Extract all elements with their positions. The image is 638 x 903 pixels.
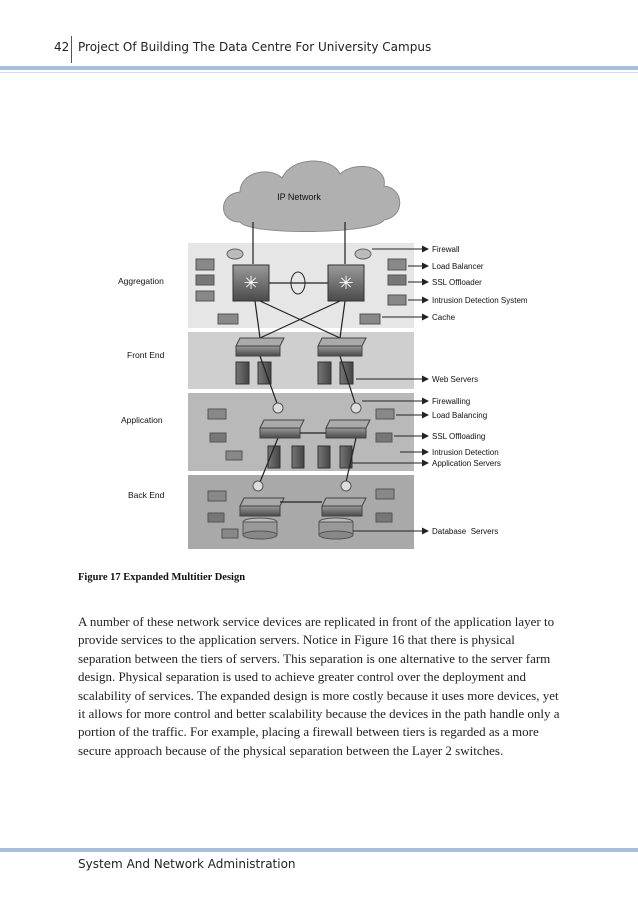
tier-label-aggregation: Aggregation — [118, 276, 164, 286]
callout-firewalling: Firewalling — [432, 397, 470, 406]
callout-load-balancer: Load Balancer — [432, 262, 484, 271]
callout-database-servers: Database Servers — [432, 527, 498, 536]
tier-label-front-end: Front End — [127, 350, 165, 360]
frontend-switch-right — [317, 337, 367, 357]
frontend-switch-left — [235, 337, 285, 357]
aggregation-switch-left: ✳ — [232, 264, 270, 302]
page-header: 42 Project Of Building The Data Centre F… — [0, 0, 638, 73]
body-paragraph: A number of these network service device… — [78, 614, 560, 758]
callout-web-servers: Web Servers — [432, 375, 478, 384]
application-server-group — [267, 445, 353, 469]
callout-ssl-offloader: SSL Offloader — [432, 278, 482, 287]
application-switch-right — [325, 402, 371, 439]
aggregation-service-modules — [195, 248, 407, 325]
web-server-group — [235, 361, 354, 385]
svg-text:✳: ✳ — [338, 273, 353, 293]
callout-ssl-offloading: SSL Offloading — [432, 432, 485, 441]
application-switch-left — [259, 402, 305, 439]
backend-switch-left — [239, 480, 285, 517]
cloud-label: IP Network — [277, 192, 321, 202]
document-title: Project Of Building The Data Centre For … — [78, 40, 432, 54]
callout-firewall: Firewall — [432, 245, 460, 254]
tier-frontend-band — [188, 332, 414, 389]
footer-rule — [0, 848, 638, 852]
tier-label-back-end: Back End — [128, 490, 165, 500]
svg-text:✳: ✳ — [243, 273, 258, 293]
footer-text: System And Network Administration — [78, 857, 296, 871]
callouts: Firewall Load Balancer SSL Offloader Int… — [352, 245, 528, 536]
database-server-group — [242, 517, 354, 540]
header-separator — [71, 36, 72, 63]
page-number: 42 — [54, 40, 70, 54]
backend-switch-right — [321, 480, 367, 517]
multitier-design-figure: IP Network Aggregation Front End Applica… — [118, 160, 528, 549]
backend-service-modules — [207, 488, 395, 539]
header-rule-thin — [0, 72, 638, 73]
callout-cache: Cache — [432, 313, 456, 322]
tier-label-application: Application — [121, 415, 163, 425]
callout-intrusion-detection: Intrusion Detection — [432, 448, 499, 457]
callout-load-balancing: Load Balancing — [432, 411, 487, 420]
callout-intrusion-detection-system: Intrusion Detection System — [432, 296, 528, 305]
aggregation-switch-right: ✳ — [327, 264, 365, 302]
header-rule — [0, 66, 638, 70]
ip-network-cloud: IP Network — [223, 160, 401, 233]
callout-application-servers: Application Servers — [432, 459, 501, 468]
application-service-modules — [207, 408, 395, 461]
figure-caption: Figure 17 Expanded Multitier Design — [78, 572, 246, 583]
